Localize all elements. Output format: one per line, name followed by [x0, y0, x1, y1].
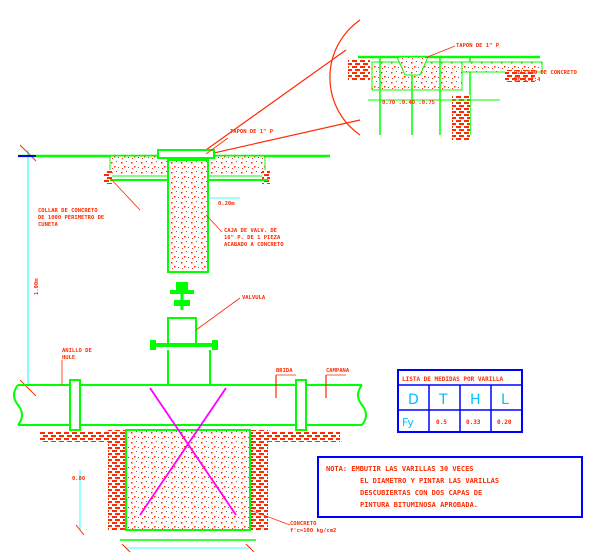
- table-value-3: 0.20: [497, 419, 512, 426]
- table-header-t: T: [438, 392, 448, 408]
- valve-box-section: 0.20m TAPON DE 1" P COLLAR DE CONCRETO D…: [18, 129, 330, 273]
- anillo-label-1: ANILLO DE: [62, 348, 92, 354]
- caja-label-2: 16" P. DE 1 PIEZA: [224, 235, 281, 241]
- detail-magnified: TAPON DE 1" P RELLENO DE CONCRETO DE 1:2…: [195, 19, 578, 158]
- dimension-vertical: 1.00m: [18, 144, 40, 397]
- valvula-label: VALVULA: [242, 295, 266, 301]
- detail-tapon-label: TAPON DE 1" P: [456, 43, 500, 49]
- support-block: 0.80 CONCRETO f'c=100 kg/cm2: [40, 387, 340, 553]
- table-header-d: D: [408, 392, 419, 408]
- detail-dims-label: 0.70 .0.40 .0.75: [382, 100, 435, 106]
- collar-label-2: DE 1000 PERIMETRO DE: [38, 215, 104, 221]
- collar-label-3: CUNETA: [38, 222, 59, 228]
- dim-vertical-label: 1.00m: [34, 278, 40, 295]
- table-value-1: 0.5: [436, 419, 447, 426]
- note-box: NOTA: EMBUTIR LAS VARILLAS 30 VECES EL D…: [317, 456, 583, 518]
- detail-relleno-label-1: RELLENO DE CONCRETO: [514, 70, 578, 76]
- note-line-2: EL DIAMETRO Y PINTAR LAS VARILLAS: [360, 477, 499, 485]
- collar-label-1: COLLAR DE CONCRETO: [38, 208, 98, 214]
- brida-label: BRIDA: [276, 368, 293, 374]
- tapon-label: TAPON DE 1" P: [230, 129, 274, 135]
- note-line-4: PINTURA BITUMINOSA APROBADA.: [360, 501, 478, 509]
- dim-small-label: 0.20m: [218, 201, 235, 207]
- dimension-table: LISTA DE MEDIDAS POR VARILLA D T H L Fy …: [397, 369, 523, 433]
- dim-left-low-label: 0.80: [72, 476, 85, 482]
- anillo-label-2: HULE: [62, 355, 75, 361]
- campana-label: CAMPANA: [326, 368, 350, 374]
- concreto-label-1: CONCRETO: [290, 521, 317, 527]
- valve: VALVULA: [150, 282, 266, 386]
- caja-label-3: ACABADO A CONCRETO: [224, 242, 284, 248]
- concreto-label-2: f'c=100 kg/cm2: [290, 528, 336, 534]
- detail-relleno-label-2: DE 1:2:4: [514, 77, 541, 83]
- note-line-3: DESCUBIERTAS CON DOS CAPAS DE: [360, 489, 482, 497]
- pipe: BRIDA CAMPANA ANILLO DE HULE: [13, 348, 367, 431]
- table-title: LISTA DE MEDIDAS POR VARILLA: [402, 376, 504, 383]
- table-row-label: Fy: [402, 416, 414, 429]
- note-line-1: NOTA: EMBUTIR LAS VARILLAS 30 VECES: [326, 465, 474, 473]
- caja-label-1: CAJA DE VALV. DE: [224, 228, 277, 234]
- table-header-h: H: [470, 392, 481, 408]
- table-header-l: L: [501, 392, 509, 408]
- table-value-2: 0.33: [466, 419, 481, 426]
